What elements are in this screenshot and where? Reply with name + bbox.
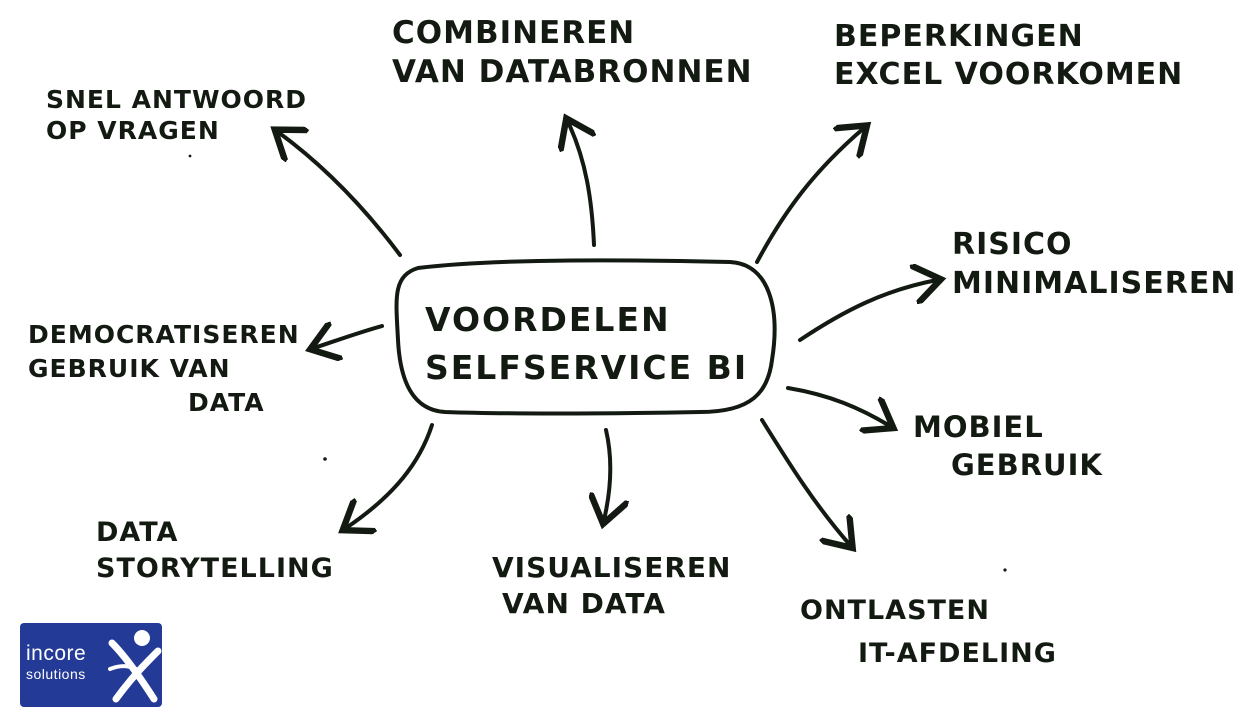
arrow-combineren	[568, 122, 594, 247]
benefit-combineren: COMBINEREN VAN DATABRONNEN	[392, 14, 753, 92]
benefit-visualiseren: VISUALISEREN VAN DATA	[492, 550, 731, 623]
center-title-line2: SELFSERVICE BI	[425, 347, 749, 387]
center-title-line1: VOORDELEN	[425, 300, 671, 339]
logo-wordmark: incore solutions	[26, 643, 86, 681]
incore-logo: incore solutions	[20, 623, 162, 707]
arrow-beperkingen	[755, 128, 864, 264]
logo-name: incore	[26, 642, 87, 665]
benefit-line: MOBIEL	[913, 410, 1044, 444]
benefit-democratiseren: DEMOCRATISEREN GEBRUIK VAN DATA	[28, 318, 300, 419]
pen-dot	[1003, 568, 1007, 572]
benefit-line: DATA	[188, 387, 265, 417]
arrow-risico	[798, 280, 937, 342]
benefit-line: VISUALISEREN	[492, 551, 732, 584]
benefit-risico: RISICO MINIMALISEREN	[952, 225, 1236, 303]
benefit-line: ONTLASTEN	[800, 595, 990, 626]
benefit-line: SNEL ANTWOORD	[46, 85, 308, 114]
arrow-ontlasten	[760, 418, 850, 545]
benefit-line: RISICO	[952, 227, 1073, 262]
benefit-line: DATA	[96, 517, 179, 548]
center-title: VOORDELEN SELFSERVICE BI	[425, 296, 748, 392]
benefit-data-storytelling: DATA STORYTELLING	[96, 515, 334, 588]
benefit-line: COMBINEREN	[392, 15, 636, 51]
person-x-icon	[108, 630, 162, 703]
arrow-visualiseren	[604, 428, 610, 520]
center-oval	[394, 258, 777, 416]
benefit-ontlasten: ONTLASTEN IT-AFDELING	[800, 589, 1057, 675]
benefit-mobiel: MOBIEL GEBRUIK	[913, 409, 1103, 484]
benefit-line: EXCEL VOORKOMEN	[834, 56, 1184, 92]
benefit-line: BEPERKINGEN	[834, 19, 1084, 54]
benefit-line: STORYTELLING	[96, 553, 334, 585]
benefit-beperkingen: BEPERKINGEN EXCEL VOORKOMEN	[834, 18, 1183, 93]
benefit-line: GEBRUIK	[951, 447, 1103, 482]
benefit-line: DEMOCRATISEREN	[28, 320, 300, 349]
benefit-line: MINIMALISEREN	[952, 266, 1237, 301]
arrow-data-story	[346, 423, 434, 528]
benefit-line: VAN DATA	[502, 587, 666, 621]
arrow-mobiel	[786, 386, 890, 426]
benefit-line: OP VRAGEN	[46, 116, 220, 146]
benefit-line: IT-AFDELING	[858, 638, 1057, 670]
benefit-snel-antwoord: SNEL ANTWOORD OP VRAGEN	[46, 84, 307, 147]
pen-dot	[323, 457, 327, 461]
pen-dot	[188, 154, 192, 158]
arrow-snel	[278, 132, 402, 257]
benefit-line: VAN DATABRONNEN	[392, 53, 753, 90]
arrow-democratiseren	[314, 326, 384, 348]
benefit-line: GEBRUIK VAN	[28, 353, 231, 383]
logo-tagline: solutions	[26, 666, 86, 682]
